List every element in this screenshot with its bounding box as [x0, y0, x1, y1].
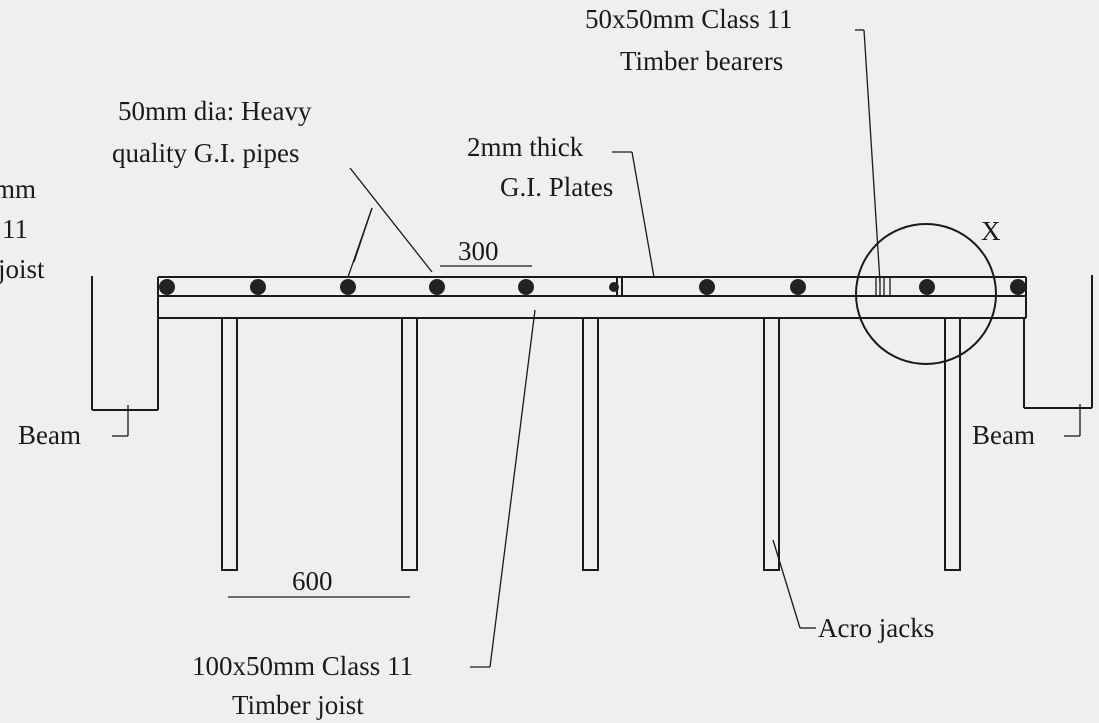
beam-right-label: Beam	[972, 420, 1035, 450]
acro-jack	[582, 317, 599, 571]
gi-pipe	[609, 282, 619, 292]
gi-pipes	[159, 279, 1026, 295]
beam-left-label: Beam	[18, 420, 81, 450]
acro-jacks-label: Acro jacks	[818, 613, 934, 643]
joist-label-line2: Timber joist	[232, 690, 364, 720]
gi-pipe	[699, 279, 715, 295]
acro-jacks-leader	[772, 539, 816, 629]
beam-right-leader	[1064, 404, 1081, 437]
detail-circle	[855, 223, 997, 365]
plates-leader	[612, 151, 655, 278]
joist-label-line1: 100x50mm Class 11	[192, 651, 413, 681]
pipe-spacing-label: 300	[458, 236, 499, 266]
acro-jack	[944, 317, 961, 571]
gi-pipe	[159, 279, 175, 295]
acro-jack	[401, 317, 418, 571]
timber-bearer-block	[875, 277, 891, 296]
pipes-label-line2: quality G.I. pipes	[112, 138, 299, 168]
plates-label-line1: 2mm thick	[467, 132, 584, 162]
acro-jacks	[221, 317, 961, 571]
plates-label-line2: G.I. Plates	[500, 172, 613, 202]
detail-marker-label: X	[981, 216, 1001, 246]
gi-pipe	[1010, 279, 1026, 295]
bearers-leader	[855, 29, 881, 283]
left-cut-label-line3: joist	[0, 254, 45, 284]
gi-pipe	[919, 279, 935, 295]
pipes-leaders	[347, 167, 433, 278]
acro-jack	[221, 317, 238, 571]
left-beam	[91, 276, 159, 411]
gi-plate-layer	[157, 276, 1027, 297]
joist-leader	[470, 309, 536, 668]
timber-joist-layer	[157, 296, 1027, 319]
pipes-label-line1: 50mm dia: Heavy	[118, 96, 312, 126]
left-cut-label-line2: 11	[2, 214, 28, 244]
right-beam	[1023, 275, 1093, 409]
bearers-label-line1: 50x50mm Class 11	[585, 4, 793, 34]
left-cut-label-line1: mm	[0, 174, 36, 204]
gi-pipe	[250, 279, 266, 295]
beam-left-leader	[112, 405, 129, 437]
gi-pipe	[518, 279, 534, 295]
gi-pipe	[790, 279, 806, 295]
gi-pipe	[429, 279, 445, 295]
acro-jack	[763, 317, 780, 571]
bearers-label-line2: Timber bearers	[620, 46, 783, 76]
gi-pipe	[340, 279, 356, 295]
jack-spacing-label: 600	[292, 566, 333, 596]
